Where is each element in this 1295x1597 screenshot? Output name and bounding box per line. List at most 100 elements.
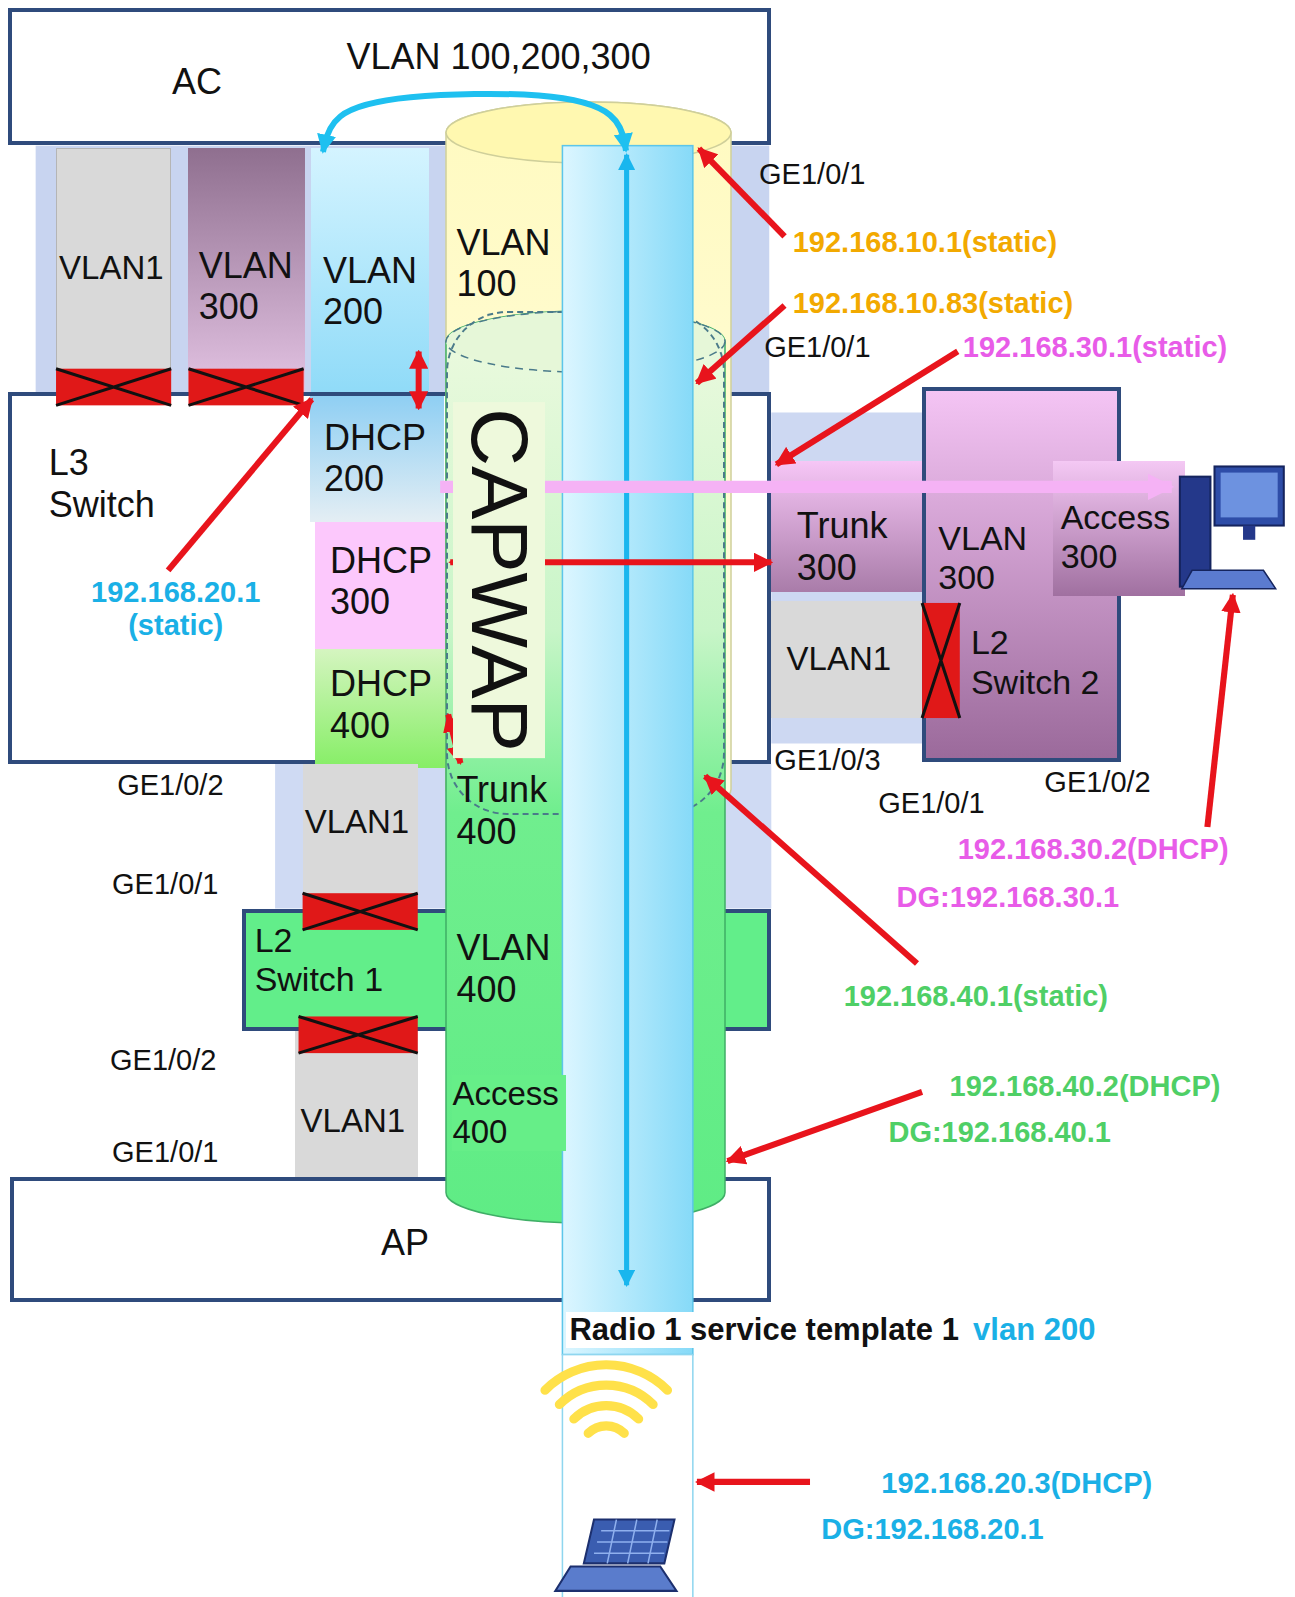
laptop-icon-part bbox=[584, 1520, 675, 1564]
node-label: L2 Switch 2 bbox=[971, 623, 1114, 701]
label-holder: GE1/0/1 bbox=[764, 331, 870, 364]
label-holder: 192.168.10.83(static) bbox=[793, 287, 1074, 320]
address-label: DG:192.168.40.1 bbox=[888, 1116, 1110, 1149]
dhcp-pool: DHCP 300 bbox=[315, 522, 451, 649]
node-label: Access 400 bbox=[452, 1075, 566, 1151]
text-holder: DHCP 400 bbox=[330, 663, 444, 746]
pc-icon bbox=[1180, 466, 1284, 588]
node-label: Trunk 400 bbox=[456, 769, 568, 852]
blocked-vlan-mark-part bbox=[188, 369, 303, 406]
address-label: Radio 1 service template 1 bbox=[566, 1312, 961, 1348]
label-holder: DG:192.168.40.1 bbox=[888, 1116, 1110, 1149]
leader-arrow-part bbox=[168, 399, 312, 570]
text-holder: AP bbox=[381, 1222, 452, 1263]
laptop-icon-part bbox=[555, 1566, 676, 1590]
blocked-vlan-mark-part bbox=[303, 893, 418, 930]
leader-arrow-part bbox=[697, 1479, 810, 1485]
port-label: GE1/0/1 bbox=[112, 1136, 218, 1169]
text-holder: VLAN 100 bbox=[456, 222, 568, 305]
address-label: vlan 200 bbox=[973, 1312, 1095, 1348]
address-label: 192.168.20.1 (static) bbox=[87, 576, 265, 643]
label-holder: 192.168.40.1(static) bbox=[844, 980, 1108, 1013]
text-holder: VLAN1 bbox=[305, 803, 418, 841]
label-holder: GE1/0/2 bbox=[117, 769, 223, 802]
leader-arrow-part bbox=[1207, 595, 1232, 827]
traffic-arrow bbox=[440, 481, 1172, 493]
wifi-waves-part bbox=[559, 1385, 653, 1404]
label-holder: 192.168.30.2(DHCP) bbox=[958, 833, 1229, 866]
label-holder: vlan 200 bbox=[973, 1312, 1095, 1348]
label-holder: 192.168.40.2(DHCP) bbox=[950, 1070, 1221, 1103]
address-label: DG:192.168.20.1 bbox=[821, 1513, 1043, 1546]
node-label: VLAN1 bbox=[59, 249, 164, 287]
text-holder: AC bbox=[172, 61, 233, 102]
pc-icon-part bbox=[1215, 466, 1284, 525]
node-label: DHCP 200 bbox=[324, 417, 438, 500]
connector-group bbox=[323, 94, 771, 763]
node-label: Trunk 300 bbox=[797, 505, 911, 588]
vlan-column: VLAN 300 bbox=[188, 148, 304, 393]
vlan-column: VLAN1 bbox=[303, 764, 418, 909]
label-holder: 192.168.20.3(DHCP) bbox=[881, 1467, 1152, 1500]
text-holder: Trunk 300 bbox=[797, 505, 911, 588]
node-label: VLAN1 bbox=[787, 640, 892, 678]
address-label: 192.168.30.1(static) bbox=[963, 331, 1227, 364]
port-label: GE1/0/1 bbox=[764, 331, 870, 364]
port-box: Trunk 300 bbox=[771, 461, 929, 593]
node-label: L2 Switch 1 bbox=[255, 921, 398, 999]
port-label: GE1/0/1 bbox=[878, 787, 984, 820]
label-holder: VLAN 100,200,300 bbox=[346, 36, 650, 77]
label-holder: DG:192.168.30.1 bbox=[897, 881, 1119, 914]
label-holder: GE1/0/2 bbox=[110, 1044, 216, 1077]
connector-arrow bbox=[323, 94, 626, 152]
address-label: 192.168.10.83(static) bbox=[793, 287, 1074, 320]
text-holder: L2 Switch 2 bbox=[971, 623, 1114, 701]
vlan-column: VLAN1 bbox=[56, 148, 171, 393]
text-holder: VLAN 200 bbox=[323, 250, 425, 333]
vlan-column: VLAN 200 bbox=[311, 148, 429, 393]
blocked-vlan-mark-part bbox=[299, 1016, 418, 1053]
leader-arrow bbox=[168, 149, 1233, 1482]
node-label: CAPWAP bbox=[453, 402, 545, 758]
connector-arrow bbox=[416, 352, 422, 409]
laptop-icon bbox=[555, 1520, 676, 1591]
node-label: DHCP 400 bbox=[330, 663, 444, 746]
blocked-vlan-mark-part bbox=[56, 369, 171, 406]
pc-icon-part bbox=[1221, 473, 1278, 518]
laptop-icon-part bbox=[594, 1520, 669, 1564]
blocked-vlan-mark-part bbox=[922, 603, 960, 718]
text-holder: VLAN 400 bbox=[456, 927, 568, 1010]
text-holder: VLAN1 bbox=[59, 249, 172, 287]
port-label: GE1/0/1 bbox=[112, 868, 218, 901]
label-holder: GE1/0/1 bbox=[112, 868, 218, 901]
address-label: 192.168.40.1(static) bbox=[844, 980, 1108, 1013]
node-label: VLAN 300 bbox=[938, 519, 1040, 597]
node-label: VLAN1 bbox=[301, 1102, 406, 1140]
text-holder: VLAN 300 bbox=[199, 245, 301, 328]
label-holder: GE1/0/2 bbox=[1044, 766, 1150, 799]
text-holder: VLAN1 bbox=[787, 640, 914, 678]
address-label: 192.168.40.2(DHCP) bbox=[950, 1070, 1221, 1103]
address-label: 192.168.20.3(DHCP) bbox=[881, 1467, 1152, 1500]
address-label: DG:192.168.30.1 bbox=[897, 881, 1119, 914]
connector-arrow bbox=[448, 714, 460, 763]
address-label: 192.168.30.2(DHCP) bbox=[958, 833, 1229, 866]
blocked-vlan-mark-part bbox=[299, 1016, 418, 1053]
node-label: DHCP 300 bbox=[330, 540, 444, 623]
capwap-tunnel bbox=[562, 146, 692, 1597]
node-label: VLAN 400 bbox=[456, 927, 568, 1010]
port-label: GE1/0/1 bbox=[759, 158, 865, 191]
blocked-vlan-mark-part bbox=[922, 603, 960, 718]
port-label: GE1/0/2 bbox=[110, 1044, 216, 1077]
label-holder: 192.168.30.1(static) bbox=[963, 331, 1227, 364]
node-label: VLAN 200 bbox=[323, 250, 425, 333]
label-holder: GE1/0/1 bbox=[759, 158, 865, 191]
node-label: L3 Switch bbox=[49, 442, 181, 525]
port-label: GE1/0/2 bbox=[1044, 766, 1150, 799]
node-label: Access 300 bbox=[1061, 498, 1181, 576]
blocked-vlan-mark-part bbox=[303, 893, 418, 930]
label-holder: DG:192.168.20.1 bbox=[821, 1513, 1043, 1546]
blocked-vlan-mark-part bbox=[56, 369, 171, 406]
pc-icon-part bbox=[1182, 570, 1276, 588]
